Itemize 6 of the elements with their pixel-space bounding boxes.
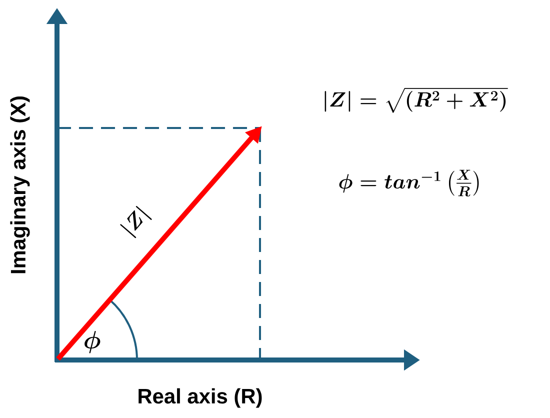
- formula: $|Z| = \sqrt{(R^2 + X^2)}$: [324, 88, 508, 113]
- vector-label: $|Z|$: [120, 206, 152, 238]
- axis-label: Imaginary axis (X): [10, 96, 30, 274]
- formula: $\phi = tan^{-1}\left(\frac{X}{R}\right)$: [339, 170, 479, 196]
- angle-label: $\phi$: [84, 331, 100, 354]
- axis-label: Real axis (R): [138, 388, 262, 408]
